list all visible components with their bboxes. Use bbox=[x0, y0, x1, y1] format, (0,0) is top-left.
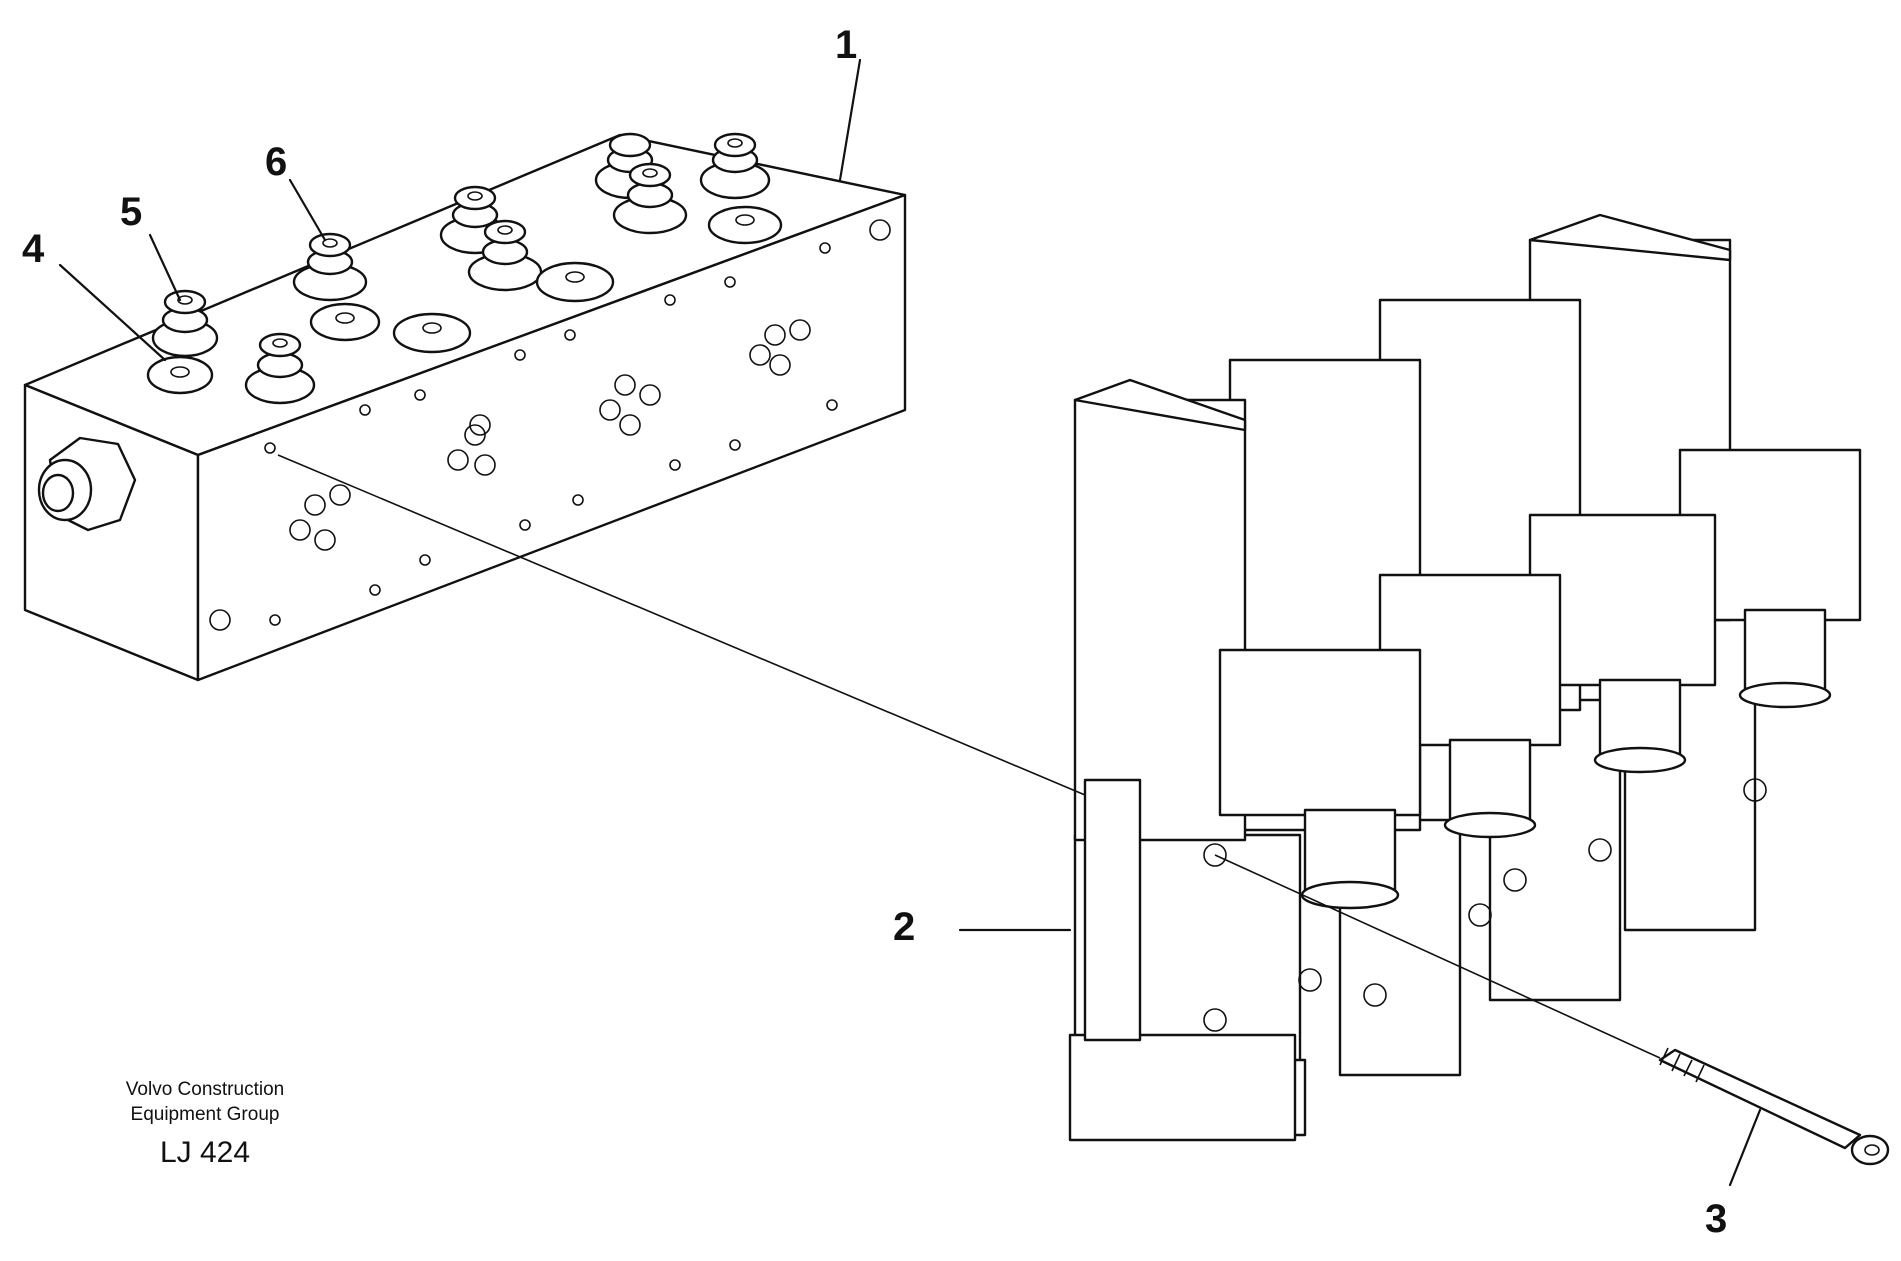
assembly-lines bbox=[277, 454, 1661, 1059]
caption-line-2: Equipment Group bbox=[131, 1104, 280, 1125]
callouts: 1 2 3 4 5 6 bbox=[22, 23, 1727, 1241]
drawing-code: LJ 424 bbox=[160, 1136, 250, 1169]
caption-block: Volvo Construction Equipment Group LJ 42… bbox=[126, 1079, 284, 1169]
callout-1: 1 bbox=[835, 23, 857, 67]
top-fittings bbox=[146, 132, 783, 405]
manifold-block bbox=[23, 132, 907, 682]
callout-3: 3 bbox=[1705, 1197, 1727, 1241]
caption-line-1: Volvo Construction bbox=[126, 1079, 284, 1100]
callout-6: 6 bbox=[265, 140, 287, 184]
callout-4: 4 bbox=[22, 227, 45, 271]
callout-5: 5 bbox=[120, 190, 142, 234]
leader-lines bbox=[58, 58, 1762, 1187]
solenoid-valve-stack bbox=[1068, 213, 1862, 1142]
end-fitting bbox=[37, 436, 137, 532]
callout-2: 2 bbox=[893, 905, 915, 949]
solenoid-valve-1 bbox=[1068, 378, 1422, 1142]
bolt bbox=[1658, 1047, 1890, 1166]
